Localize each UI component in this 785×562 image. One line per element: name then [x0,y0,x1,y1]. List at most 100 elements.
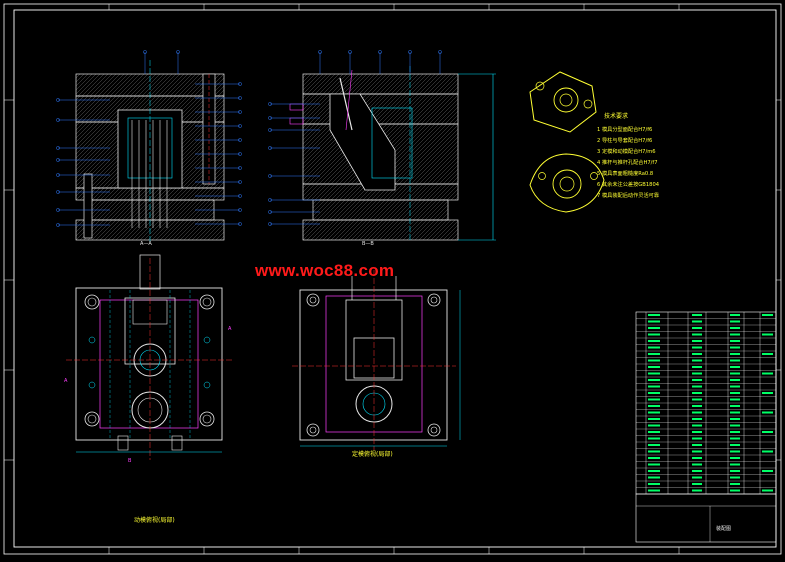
guide-bushing [427,423,441,437]
outer-border [3,3,782,555]
hatch-line [330,220,352,240]
hatch-line [165,200,187,220]
hatch-line [137,200,159,220]
hatch-line [450,176,458,184]
hatch-line [179,188,193,200]
hatch-line [123,220,145,240]
hatch-line [456,122,458,124]
cell-mark [692,359,702,362]
hatch-line [76,74,85,83]
hatch-line [386,124,448,184]
hatch-line [215,191,224,200]
hatch-line [310,74,332,94]
hatch-line [115,220,137,240]
guide-bushing [84,411,100,427]
hatch-line [203,220,224,240]
hatch-line [412,200,434,220]
hatch-line [163,188,177,200]
cell-mark [648,457,660,459]
caption-plan-moving: 动模俯视(局部) [134,516,175,524]
note-line-2: 2 导柱与导套配合H7/f6 [597,136,652,144]
plate-b-1 [302,93,459,125]
hatch-line [442,168,458,184]
cell-mark [730,444,740,446]
screw-hole [203,381,211,389]
angle-pin-edge [345,69,353,131]
hatch-line [221,93,224,96]
hatch-line [131,188,145,200]
hatch-line [213,111,224,122]
hatch-line [76,74,97,95]
watermark-text: www.woc88.com [255,261,395,280]
hatch-line [76,188,85,197]
hatch-line [338,184,356,200]
inner-border [13,9,777,548]
hatch-line [153,74,177,96]
hatch-line [356,200,378,220]
hatch-line [398,124,458,184]
hatch-line [303,74,316,87]
hatch-line [89,74,113,96]
hatch-line [378,220,400,240]
hatch-line [155,220,177,240]
cell-mark [762,450,773,453]
hatch-line [306,220,328,240]
balloon [238,152,242,156]
part-iso-top [529,71,597,133]
cell-mark [692,327,702,329]
cell-mark [730,392,740,394]
hatch-line [151,188,165,200]
cut-mark-a: A [64,378,68,384]
hatch-line [205,169,224,188]
hatch-group [76,74,224,96]
cell-mark [692,489,702,492]
cell-mark [730,476,740,479]
hatch-line [430,220,452,240]
hatch-line [211,227,224,240]
cell-mark [648,424,660,427]
hatch-line [303,124,340,161]
hatch-line [446,188,458,200]
hatch-line [76,122,81,127]
hatch-line [370,220,392,240]
hatch-line [344,200,366,220]
balloon [56,208,60,212]
hatch-line [127,220,149,240]
hatch-line [386,220,408,240]
hatch-line [76,74,93,91]
guide-pin-left [83,173,93,239]
hatch-line [313,200,326,213]
hatch-line [394,124,456,184]
hatch-line [93,74,117,96]
hatch-line [448,114,458,124]
part-bottom-hole [590,172,598,180]
hatch-line [199,188,213,200]
cell-mark [648,405,660,407]
hatch-line [310,184,328,200]
cell-mark [730,372,740,375]
balloon [56,158,60,162]
cell-mark [692,463,702,466]
hatch-line [107,220,129,240]
cell-mark [762,372,773,375]
hatch-line [444,110,458,124]
balloon [268,146,272,150]
hatch-line [303,74,304,75]
cell-mark [762,353,773,355]
hatch-line [406,74,428,94]
hatch-line [390,74,412,94]
hatch-line [175,188,189,200]
balloon [238,194,242,198]
hatch-line [303,220,316,233]
cell-mark [648,437,660,440]
hatch-line [195,188,209,200]
hatch-line [189,153,224,188]
cell-mark [762,314,773,316]
hatch-line [396,200,418,220]
hatch-line [81,74,105,96]
hatch-line [76,220,85,229]
hatch-line [376,94,408,124]
cell-mark [730,327,740,329]
plan-view-fixed [292,270,461,450]
